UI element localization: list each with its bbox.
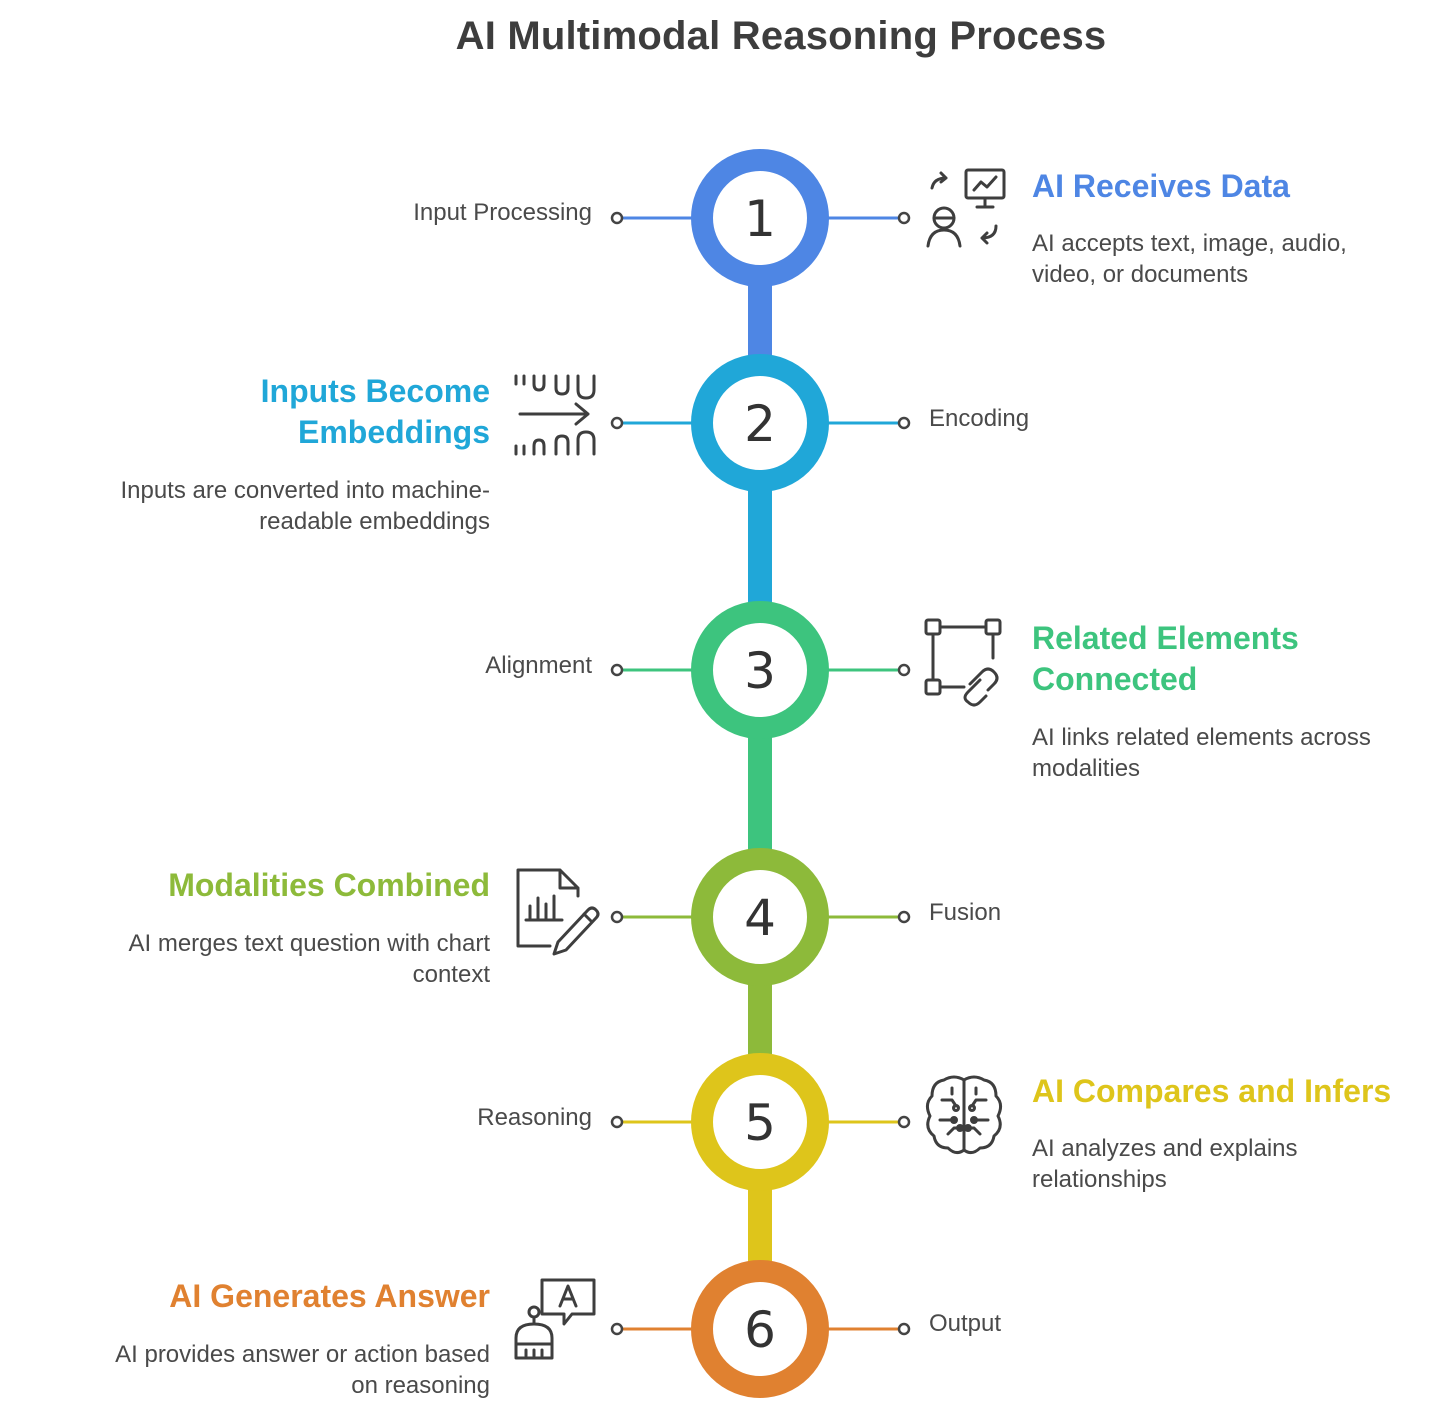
- step-5-number: 5: [744, 1094, 776, 1152]
- step-3-description: AI links related elements across modalit…: [1032, 724, 1371, 782]
- spoke-dot-left-5: [610, 1115, 624, 1129]
- brain-circuit-icon: [925, 1075, 1003, 1155]
- step-5-heading: AI Compares and Infers: [1032, 1073, 1392, 1109]
- data-exchange-icon: [926, 168, 1006, 248]
- spoke-dot-left-6: [610, 1322, 624, 1336]
- connector-bar-3: [748, 728, 772, 859]
- step-3-number: 3: [744, 642, 776, 700]
- step-2-ring: [691, 354, 829, 492]
- chart-document-edit-icon: [516, 868, 600, 956]
- spoke-dot-left-3: [610, 663, 624, 677]
- step-1-description: AI accepts text, image, audio, video, or…: [1032, 230, 1347, 288]
- spoke-dot-left-4: [610, 910, 624, 924]
- step-5-label: Reasoning: [477, 1104, 592, 1131]
- page-title: AI Multimodal Reasoning Process: [455, 14, 1107, 58]
- robot-answer-icon: [514, 1278, 596, 1360]
- step-6-ring: [691, 1260, 829, 1398]
- step-4-description: AI merges text question with chart conte…: [128, 930, 491, 988]
- step-2-description: Inputs are converted into machine- reada…: [120, 477, 490, 535]
- connector-bar-2: [748, 481, 772, 612]
- spoke-dot-right-1: [897, 211, 911, 225]
- step-3-ring: [691, 601, 829, 739]
- step-4-ring: [691, 848, 829, 986]
- step-2-heading: Inputs Become Embeddings: [260, 373, 490, 450]
- step-1-number: 1: [744, 190, 776, 248]
- step-1-heading: AI Receives Data: [1032, 168, 1290, 204]
- step-2-number: 2: [744, 395, 776, 453]
- step-4-label: Fusion: [929, 899, 1002, 926]
- step-6-number: 6: [744, 1301, 776, 1359]
- spoke-dot-right-2: [897, 416, 911, 430]
- step-6-description: AI provides answer or action based on re…: [115, 1341, 490, 1399]
- spoke-dot-left-1: [610, 211, 624, 225]
- step-4-number: 4: [744, 889, 776, 947]
- transform-arrow-icon: [514, 374, 596, 456]
- step-3-label: Alignment: [485, 652, 592, 679]
- spoke-dot-right-4: [897, 910, 911, 924]
- connector-bar-4: [748, 975, 772, 1064]
- step-6-label: Output: [929, 1310, 1002, 1337]
- step-1-ring: [691, 149, 829, 287]
- step-4-heading: Modalities Combined: [168, 867, 490, 903]
- connector-bar-1: [748, 276, 772, 365]
- step-3-heading: Related Elements Connected: [1032, 620, 1299, 697]
- spoke-dot-right-5: [897, 1115, 911, 1129]
- step-6-heading: AI Generates Answer: [169, 1278, 490, 1314]
- step-5-ring: [691, 1053, 829, 1191]
- spoke-dot-right-3: [897, 663, 911, 677]
- connector-bar-5: [748, 1180, 772, 1271]
- spoke-dot-right-6: [897, 1322, 911, 1336]
- step-5-description: AI analyzes and explains relationships: [1032, 1135, 1298, 1193]
- spoke-dot-left-2: [610, 416, 624, 430]
- step-2-label: Encoding: [929, 405, 1030, 432]
- link-nodes-icon: [924, 618, 1002, 707]
- step-1-label: Input Processing: [413, 199, 592, 226]
